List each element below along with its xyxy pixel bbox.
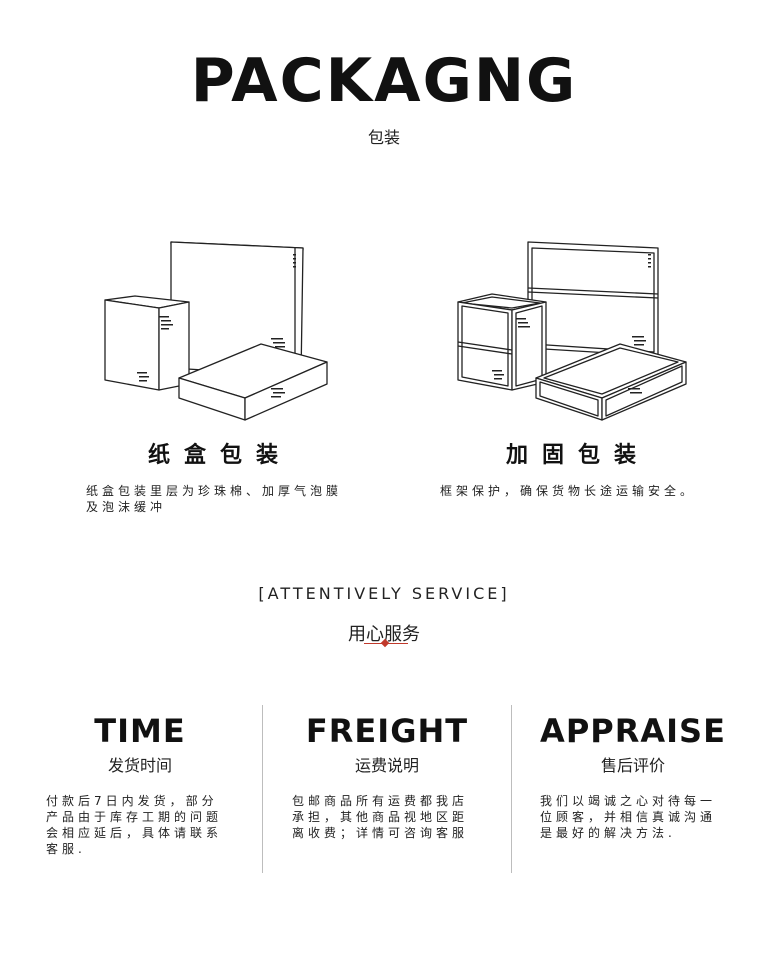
reinforced-packaging-title: 加固包装 bbox=[505, 443, 650, 468]
time-subtitle: 发货时间 bbox=[107, 756, 172, 775]
carton-packaging-title: 纸盒包装 bbox=[147, 443, 292, 468]
desc-line: 付款后7日内发货，部分 bbox=[46, 794, 218, 808]
column-divider bbox=[262, 705, 263, 873]
desc-line: 客服. bbox=[46, 842, 86, 856]
service-heading-en: [ATTENTIVELY SERVICE] bbox=[258, 584, 510, 603]
desc-line: 产品由于库存工期的问题 bbox=[46, 810, 223, 824]
reinforced-packaging-desc: 框架保护，确保货物长途运输安全。 bbox=[440, 483, 740, 499]
reinforced-boxes-illustration bbox=[457, 241, 687, 421]
time-desc: 付款后7日内发货，部分 产品由于库存工期的问题 会相应延后，具体请联系 客服. bbox=[46, 793, 256, 857]
desc-line: 及泡沫缓冲 bbox=[86, 500, 167, 514]
column-divider bbox=[511, 705, 512, 873]
desc-line: 是最好的解决方法. bbox=[540, 826, 676, 840]
appraise-subtitle: 售后评价 bbox=[600, 756, 665, 775]
service-heading-zh: 用心服务 bbox=[348, 624, 420, 645]
desc-line: 离收费；详情可咨询客服 bbox=[292, 826, 469, 840]
appraise-title: APPRAISE bbox=[540, 712, 726, 750]
page-title: PACKAGNG bbox=[190, 46, 578, 116]
desc-line: 位顾客，并相信真诚沟通 bbox=[540, 810, 717, 824]
desc-line: 框架保护，确保货物长途运输安全。 bbox=[440, 484, 697, 498]
desc-line: 包邮商品所有运费都我店 bbox=[292, 794, 469, 808]
freight-desc: 包邮商品所有运费都我店 承担，其他商品视地区距 离收费；详情可咨询客服 bbox=[292, 793, 502, 841]
appraise-desc: 我们以竭诚之心对待每一 位顾客，并相信真诚沟通 是最好的解决方法. bbox=[540, 793, 750, 841]
desc-line: 会相应延后，具体请联系 bbox=[46, 826, 223, 840]
page-subtitle: 包装 bbox=[367, 128, 400, 147]
time-title: TIME bbox=[94, 712, 186, 750]
carton-packaging-desc: 纸盒包装里层为珍珠棉、加厚气泡膜 及泡沫缓冲 bbox=[86, 483, 386, 515]
desc-line: 我们以竭诚之心对待每一 bbox=[540, 794, 717, 808]
freight-subtitle: 运费说明 bbox=[354, 756, 419, 775]
desc-line: 纸盒包装里层为珍珠棉、加厚气泡膜 bbox=[86, 484, 343, 498]
desc-line: 承担，其他商品视地区距 bbox=[292, 810, 469, 824]
carton-boxes-illustration bbox=[104, 241, 328, 421]
freight-title: FREIGHT bbox=[305, 712, 469, 750]
